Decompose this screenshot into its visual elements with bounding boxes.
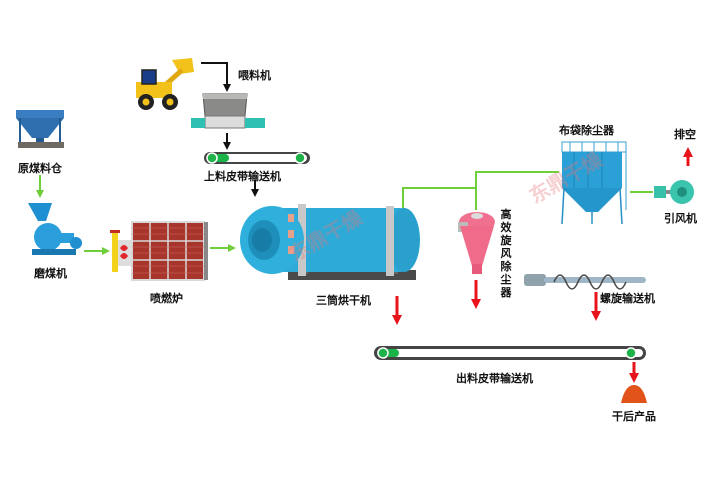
feed-belt-conveyor-icon [204,152,310,164]
arrow-loader-to-feeder [201,62,231,92]
burner-furnace-label: 喷燃炉 [150,292,183,305]
bag-dust-collector-icon [561,141,627,225]
induced-draft-fan-label: 引风机 [664,212,697,225]
discharge-belt-conveyor-icon [374,346,646,360]
coal-mill-label: 磨煤机 [34,267,67,280]
triple-drum-dryer-label: 三筒烘干机 [316,294,371,307]
feed-belt-conveyor-label: 上料皮带输送机 [204,170,281,183]
bag-dust-collector-label: 布袋除尘器 [559,124,614,137]
discharge-belt-conveyor-label: 出料皮带输送机 [456,372,533,385]
coal-mill-icon [28,203,82,255]
screw-conveyor-icon [524,274,646,290]
dried-product-label: 干后产品 [612,410,656,423]
cyclone-dust-collector-label: 高效旋风除尘器 [500,208,512,299]
loader-icon [136,58,194,110]
feeder-label: 喂料机 [238,69,271,82]
screw-conveyor-label: 螺旋输送机 [600,292,655,305]
raw-coal-bin-icon [16,110,64,148]
exhaust-label: 排空 [674,128,696,141]
raw-coal-bin-label: 原煤料仓 [18,162,62,175]
induced-draft-fan-icon [654,180,694,204]
burner-furnace-icon [110,221,208,281]
cyclone-dust-collector-icon [458,212,495,274]
feeder-icon [191,93,265,129]
triple-drum-dryer-icon [240,204,420,280]
dried-product-icon [621,385,647,403]
